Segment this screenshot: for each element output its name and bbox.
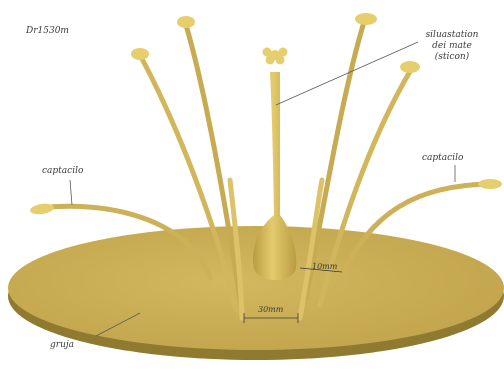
tip-mid-left (131, 48, 149, 60)
label-left-tentacle: captacilo (42, 166, 83, 176)
central-stalk (253, 48, 296, 281)
leader-left-tentacle (70, 180, 72, 205)
tip-back-left (177, 16, 195, 28)
central-flower-tip (263, 48, 288, 65)
tentacle-left-tip (29, 202, 54, 215)
dimension-label-inner: 10mm (312, 262, 337, 272)
label-top-right-line2: dei mate (402, 41, 502, 51)
central-bulb (253, 72, 296, 280)
label-right-tentacle: captacilo (422, 153, 463, 163)
caption-label: Dr1530m (26, 26, 69, 36)
dimension-label-base: 30mm (258, 305, 283, 315)
label-bottom: gruja (50, 340, 74, 350)
tentacle-right-tip (478, 179, 502, 189)
stem-tips (131, 13, 420, 73)
tip-mid-right (400, 61, 420, 73)
label-top-right-line3: (sticon) (402, 52, 502, 62)
label-top-right-line1: siluastation (402, 30, 502, 40)
tip-back-right (355, 13, 377, 25)
